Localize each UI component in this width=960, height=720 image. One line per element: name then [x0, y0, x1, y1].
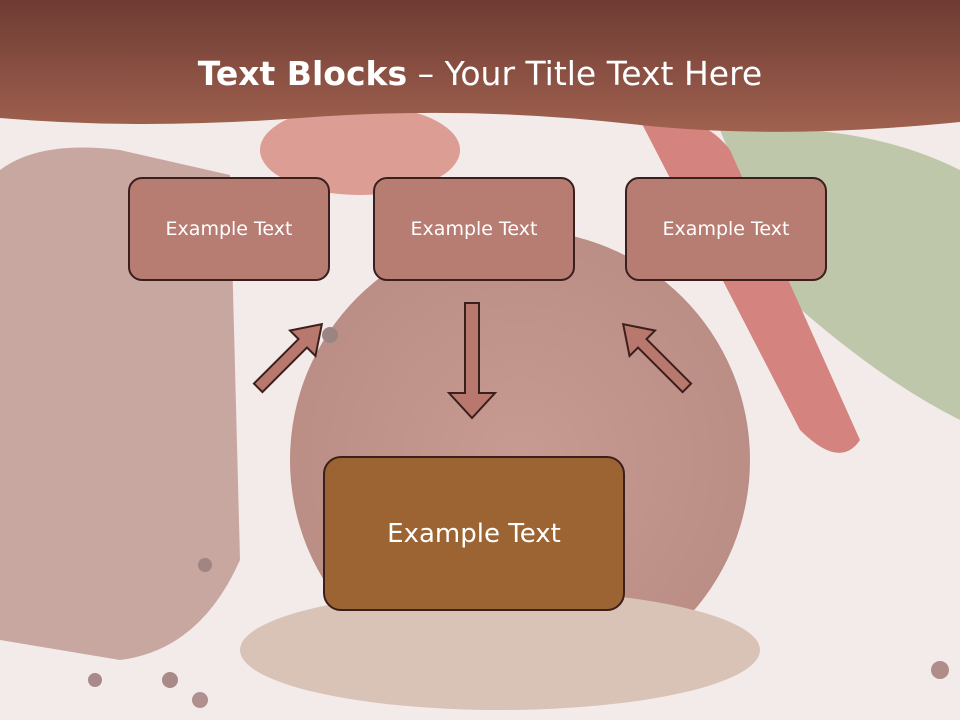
- arrow-left: [252, 322, 324, 394]
- text-block-2: Example Text: [373, 177, 575, 281]
- text-block-2-label: Example Text: [410, 218, 538, 240]
- text-block-3: Example Text: [625, 177, 827, 281]
- main-text-block: Example Text: [323, 456, 625, 611]
- text-block-1: Example Text: [128, 177, 330, 281]
- arrow-right: [621, 322, 693, 394]
- arrow-center: [446, 302, 498, 420]
- text-block-1-label: Example Text: [165, 218, 293, 240]
- main-text-block-label: Example Text: [387, 518, 561, 549]
- title-bold: Text Blocks: [197, 54, 408, 93]
- title-dash: –: [407, 54, 445, 93]
- title-rest: Your Title Text Here: [444, 54, 763, 93]
- text-block-3-label: Example Text: [662, 218, 790, 240]
- slide-title: Text Blocks – Your Title Text Here: [0, 54, 960, 93]
